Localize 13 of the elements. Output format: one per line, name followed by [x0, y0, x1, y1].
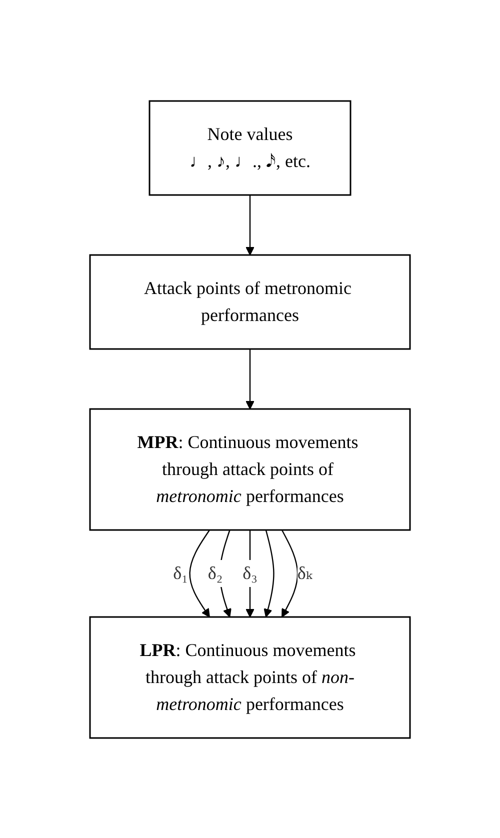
edge-label: δ₃ [242, 562, 258, 582]
node-box: Note values ♩, ♪, ♩., 𝅘𝅥𝅯, etc. [148, 100, 352, 196]
node-box: Attack points of metronomic performances [89, 254, 411, 350]
edge-label: δₖ [297, 562, 312, 582]
edge-label: δ₂ [208, 562, 223, 582]
arrow [189, 529, 210, 617]
node-box: MPR: Continuous movements through attack points of metronomic performances [89, 408, 411, 530]
arrow [281, 529, 298, 617]
arrow [246, 348, 254, 409]
arrow [246, 194, 254, 255]
node-box: LPR: Continuous movements through attack points of non-metronomic performances [89, 616, 411, 738]
arrow [264, 529, 274, 617]
edge-label: δ₁ [173, 562, 188, 582]
